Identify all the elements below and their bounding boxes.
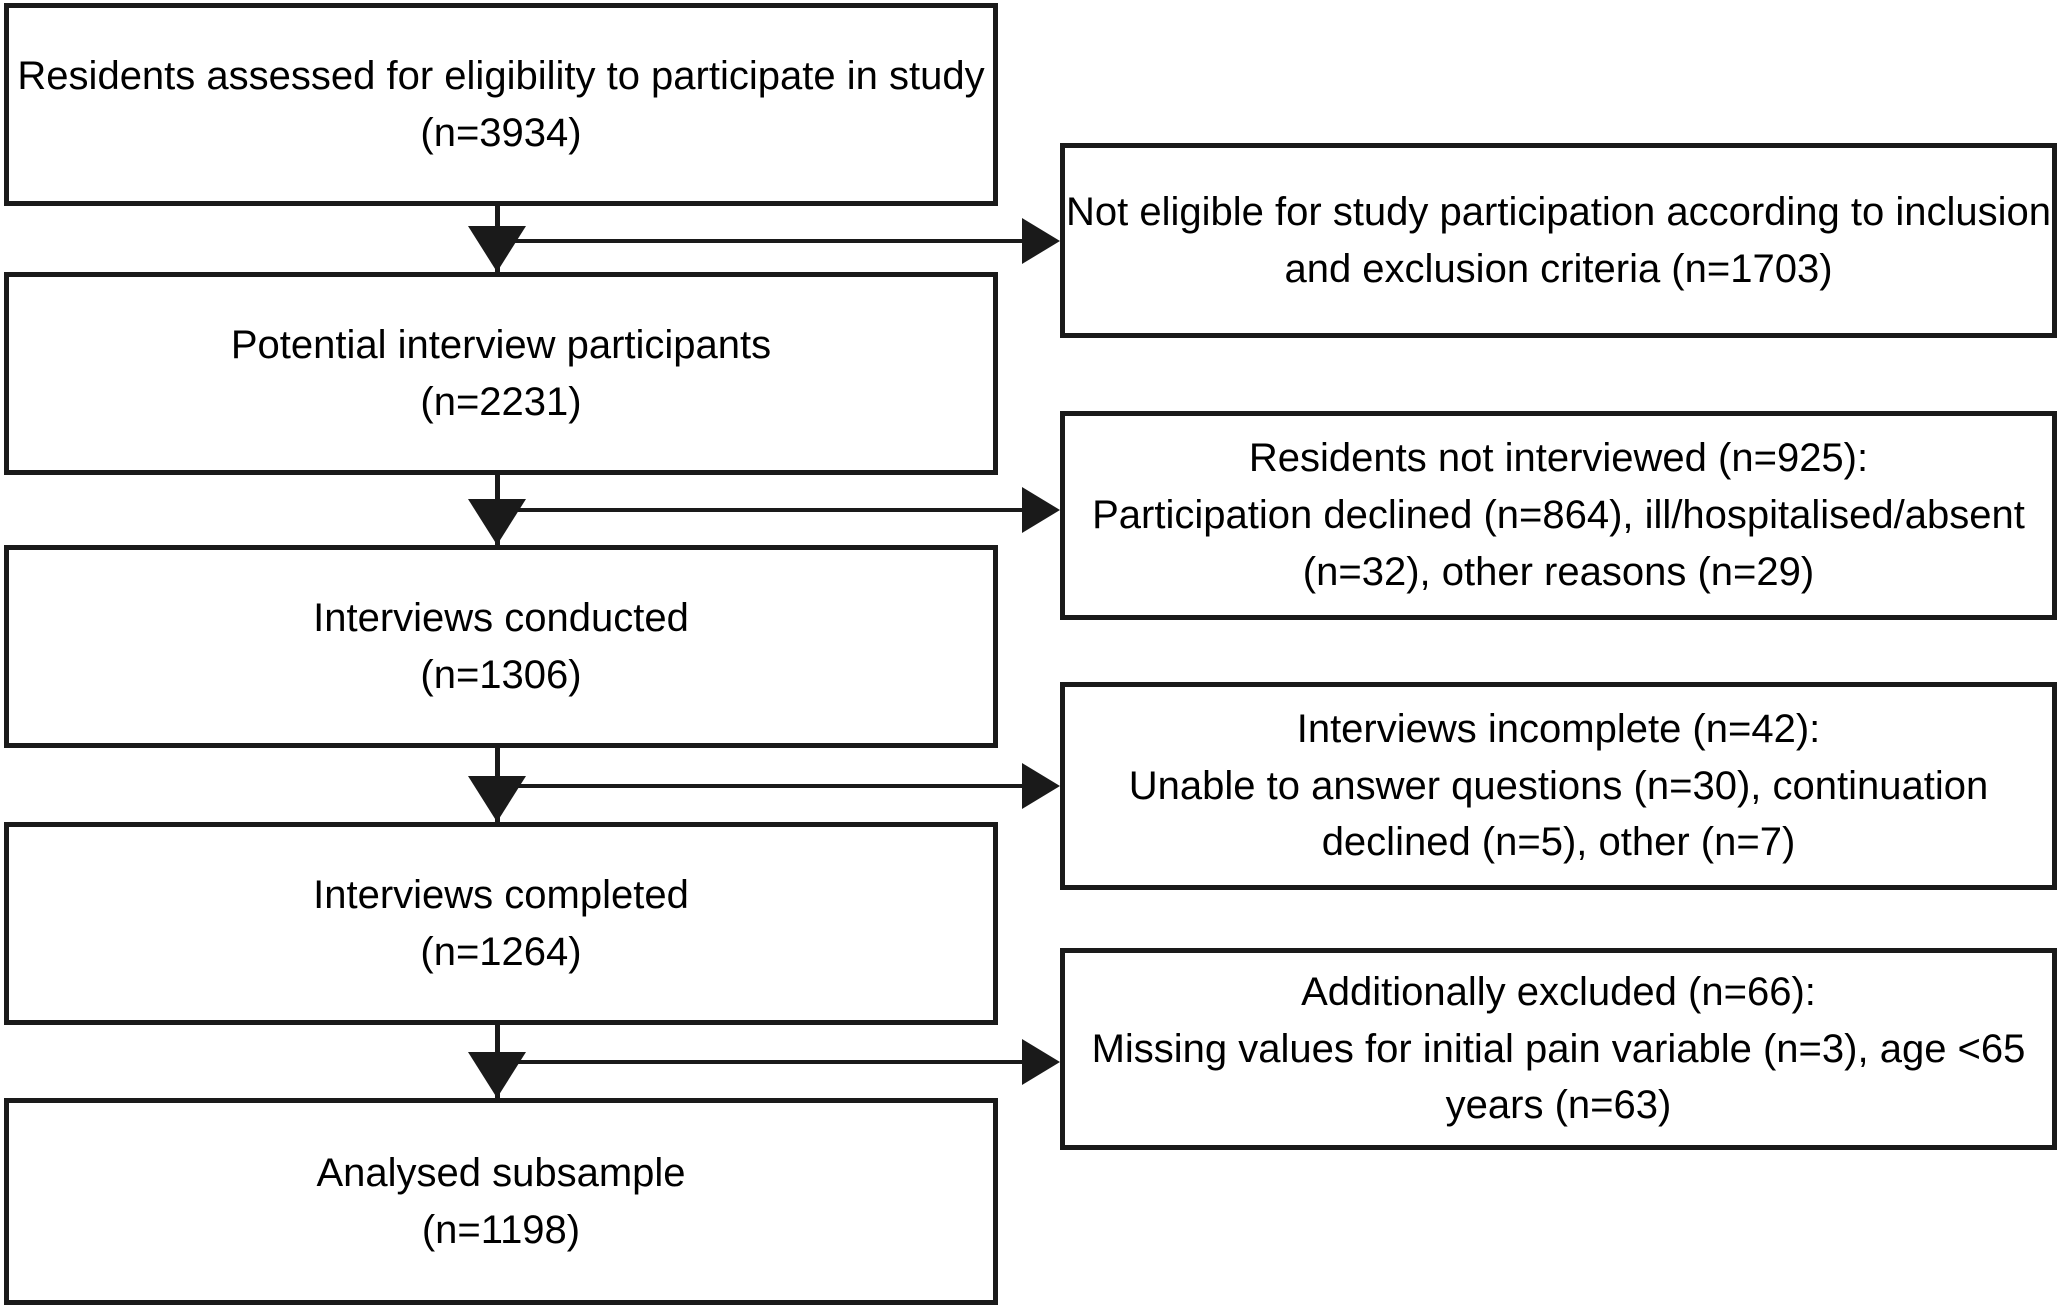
arrow-down-icon <box>468 499 526 545</box>
exclusion-line-2: and exclusion criteria (n=1703) <box>1284 246 1833 291</box>
exclusion-line-2: Participation declined (n=864), ill/hosp… <box>1092 493 2025 538</box>
exclusion-line-2: Unable to answer questions (n=30), conti… <box>1128 763 1989 808</box>
exclusion-line-2: Missing values for initial pain variable… <box>1091 1026 2026 1071</box>
exclusion-line-1: Additionally excluded (n=66): <box>1301 969 1816 1014</box>
connector-horizontal-line <box>497 239 1022 243</box>
exclusion-line-3: years (n=63) <box>1445 1083 1672 1128</box>
flow-node-count: (n=1264) <box>420 929 582 974</box>
arrow-down-icon <box>468 226 526 272</box>
exclusion-line-1: Interviews incomplete (n=42): <box>1296 706 1821 751</box>
exclusion-node-not-interviewed: Residents not interviewed (n=925): Parti… <box>1060 411 2057 620</box>
flow-node-label: Interviews completed <box>313 872 689 917</box>
arrow-down-icon <box>468 1052 526 1098</box>
flow-node-interviews-completed: Interviews completed (n=1264) <box>4 822 998 1025</box>
arrow-down-icon <box>468 776 526 822</box>
arrow-right-icon <box>1022 1039 1060 1085</box>
flow-node-label: Potential interview participants <box>230 322 772 367</box>
flow-node-residents-assessed: Residents assessed for eligibility to pa… <box>4 3 998 206</box>
flow-node-label: Residents assessed for eligibility to pa… <box>17 53 985 98</box>
flow-node-count: (n=1198) <box>421 1207 581 1252</box>
exclusion-line-1: Residents not interviewed (n=925): <box>1248 436 1869 481</box>
exclusion-node-interviews-incomplete: Interviews incomplete (n=42): Unable to … <box>1060 682 2057 890</box>
exclusion-line-3: declined (n=5), other (n=7) <box>1321 820 1796 865</box>
arrow-right-icon <box>1022 218 1060 264</box>
flow-node-count: (n=1306) <box>420 652 582 697</box>
flow-node-count: (n=3934) <box>420 110 582 155</box>
exclusion-node-additionally-excluded: Additionally excluded (n=66): Missing va… <box>1060 948 2057 1150</box>
flow-node-count: (n=2231) <box>420 379 582 424</box>
connector-horizontal-line <box>497 508 1022 512</box>
connector-horizontal-line <box>497 1060 1022 1064</box>
exclusion-line-1: Not eligible for study participation acc… <box>1066 189 2051 234</box>
flow-node-interviews-conducted: Interviews conducted (n=1306) <box>4 545 998 748</box>
arrow-right-icon <box>1022 487 1060 533</box>
exclusion-node-not-eligible: Not eligible for study participation acc… <box>1060 143 2057 338</box>
flow-node-potential-participants: Potential interview participants (n=2231… <box>4 272 998 475</box>
flow-node-label: Interviews conducted <box>313 595 689 640</box>
flow-node-label: Analysed subsample <box>316 1150 686 1195</box>
flow-node-analysed-subsample: Analysed subsample (n=1198) <box>4 1098 998 1305</box>
exclusion-line-3: (n=32), other reasons (n=29) <box>1302 549 1815 594</box>
connector-horizontal-line <box>497 784 1022 788</box>
arrow-right-icon <box>1022 763 1060 809</box>
